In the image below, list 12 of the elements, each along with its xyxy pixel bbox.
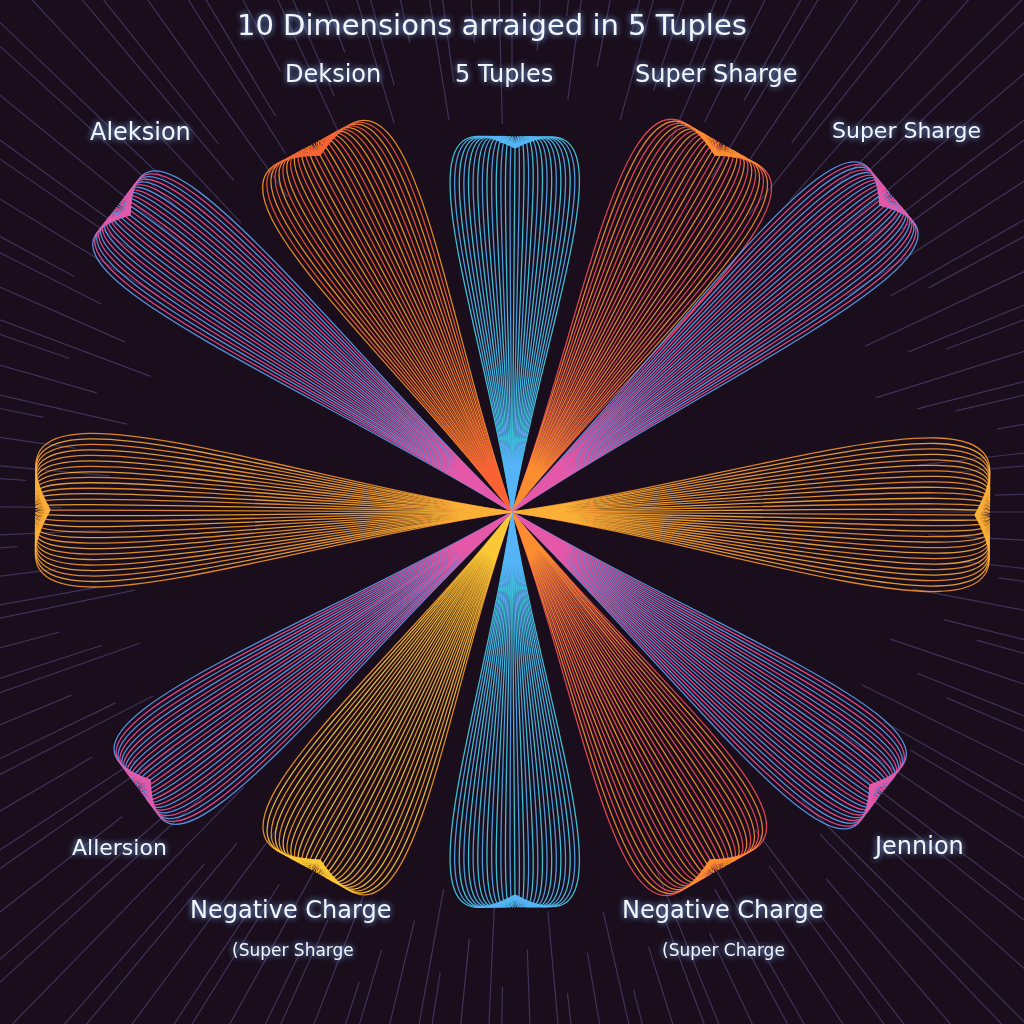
dimension-label: (Super Charge [662, 940, 785, 960]
dimension-label: Deksion [285, 60, 382, 88]
diagram-title: 10 Dimensions arraiged in 5 Tuples [237, 8, 747, 42]
dimension-label: Jennion [875, 832, 964, 860]
dimension-label: Super Sharge [635, 60, 798, 88]
dimension-label: (Super Sharge [232, 940, 354, 960]
dimension-label: 5 Tuples [455, 60, 554, 88]
dimension-label: Aleksion [90, 118, 191, 146]
dimension-label: Negative Charge [190, 896, 392, 924]
dimension-label: Super Sharge [832, 118, 981, 143]
dimension-label: Negative Charge [622, 896, 824, 924]
dimension-label: Allersion [72, 835, 167, 860]
